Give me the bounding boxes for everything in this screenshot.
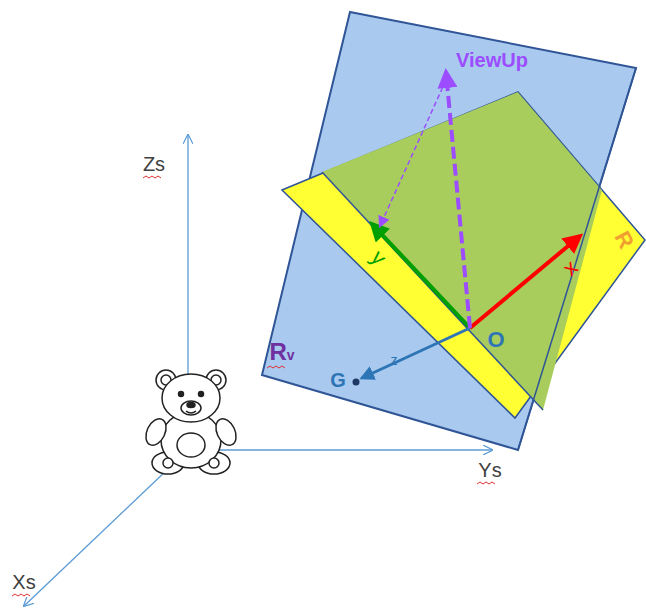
axis-label: Zs bbox=[143, 154, 165, 174]
point-label: G bbox=[330, 370, 346, 390]
y-axis-arrow bbox=[372, 224, 470, 328]
axis-label: z bbox=[391, 353, 398, 367]
z-axis-arrow bbox=[362, 328, 470, 378]
axis-label: Xs bbox=[12, 572, 35, 592]
point-g bbox=[353, 379, 360, 386]
origin-label: O bbox=[487, 329, 504, 351]
x-axis-arrow bbox=[470, 236, 580, 328]
plane-edge bbox=[518, 68, 636, 450]
axis-label: Ys bbox=[478, 460, 501, 480]
plane-edge bbox=[322, 172, 543, 410]
spell-underline bbox=[12, 176, 495, 596]
vector-label: ViewUp bbox=[456, 50, 528, 70]
plane-edge bbox=[518, 92, 602, 190]
viewup-arrow bbox=[446, 72, 470, 328]
teddy-bear bbox=[142, 370, 240, 474]
projection-line bbox=[380, 80, 446, 226]
plane-label: Rv bbox=[269, 340, 294, 364]
view-plane bbox=[262, 12, 636, 450]
